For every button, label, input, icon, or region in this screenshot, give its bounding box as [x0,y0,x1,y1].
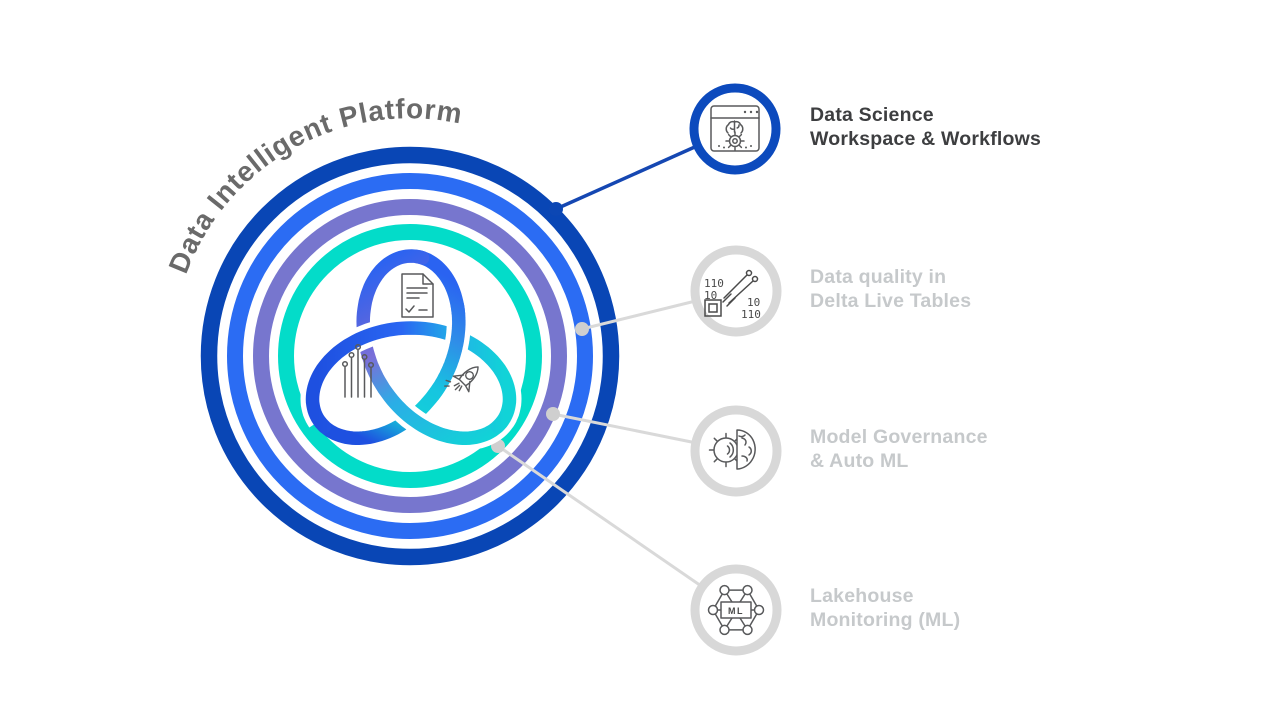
platform-rings [200,146,620,566]
trefoil-knot-logo [300,244,522,451]
item-circles: 110 10 10 110 [689,83,782,656]
knot-strand-patch [426,298,466,403]
binary-circuit-icon: 110 10 10 110 [704,269,761,321]
item-label-line1: Data quality in [810,266,947,288]
notebook-brain-gear-icon [710,105,760,152]
item-label-line1: Data Science [810,104,934,126]
item-circle-lakehouse-monitoring[interactable]: ML [690,564,782,656]
item-label-line1: Model Governance [810,426,988,448]
item-label-line1: Lakehouse [810,585,914,607]
circuit-branches-icon [341,343,375,398]
item-circle-data-science[interactable] [689,83,781,175]
connector-line-4 [497,444,737,612]
lobe-icons [341,273,479,398]
item-label-model-governance[interactable]: Model Governance & Auto ML [810,426,988,473]
item-label-line2: & Auto ML [810,449,909,472]
connector-dot-1 [549,202,563,216]
gear-brain-icon [708,429,756,470]
item-circle-model-governance[interactable] [690,405,782,497]
connector-dot-3 [546,407,560,421]
item-label-data-quality[interactable]: Data quality in Delta Live Tables [810,266,971,313]
binary-text: 10 [704,289,717,302]
binary-text: 10 [747,296,760,309]
connector-dot-2 [575,322,589,336]
item-circle-data-quality[interactable]: 110 10 10 110 [690,245,782,337]
rocket-icon [444,366,479,393]
ml-network-icon: ML [707,584,765,636]
binary-text: 110 [704,277,724,290]
item-label-lakehouse-monitoring[interactable]: Lakehouse Monitoring (ML) [810,585,960,632]
document-icon [401,273,434,318]
item-label-data-science[interactable]: Data Science Workspace & Workflows [810,104,1041,151]
item-label-line2: Workspace & Workflows [810,127,1042,150]
ring-outer-dark-blue [200,146,620,566]
item-label-line2: Monitoring (ML) [810,608,961,631]
ml-badge-text: ML [728,606,744,616]
item-label-line2: Delta Live Tables [810,289,972,312]
ring-teal [278,224,542,488]
knot-strand-top [305,321,517,434]
ring-purple [253,199,567,513]
binary-text: 110 [741,308,761,321]
ring-bright-blue [227,173,593,539]
knot-strand-diagonal [356,249,516,445]
